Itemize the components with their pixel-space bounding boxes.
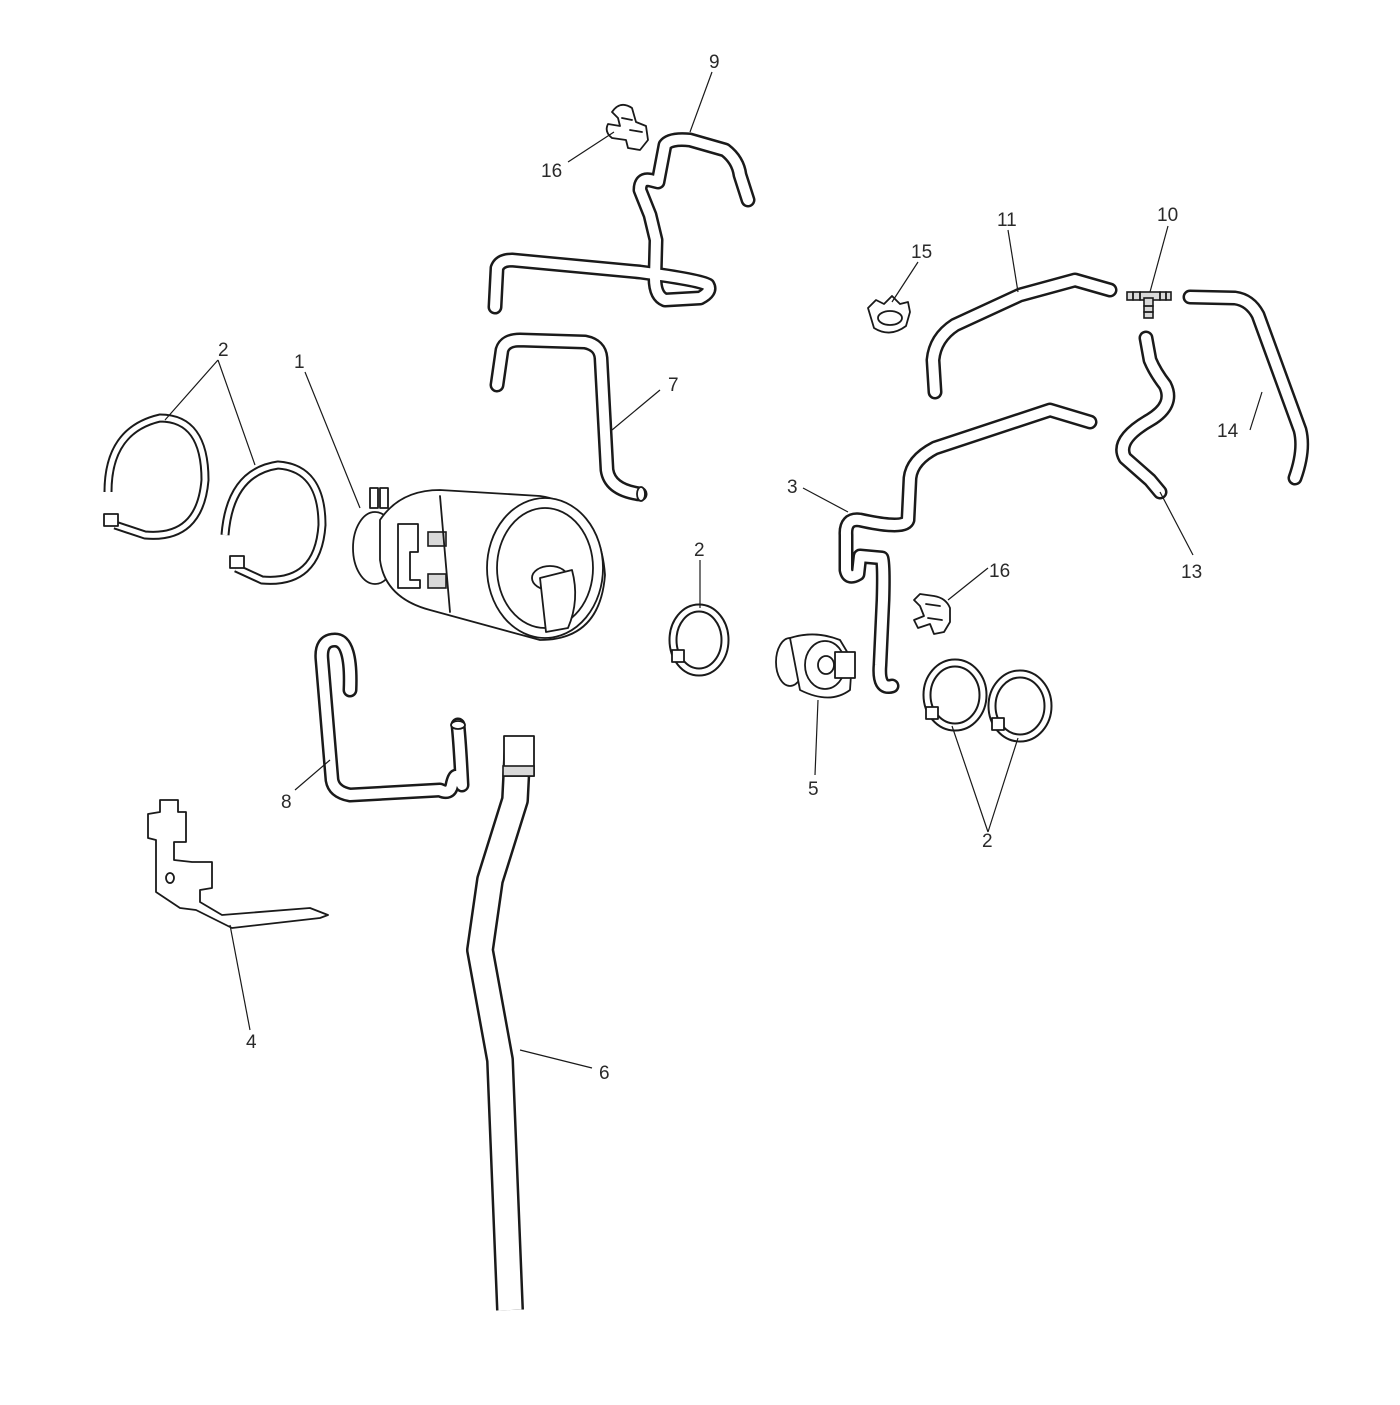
bracket-4 (147, 799, 329, 929)
clip-16-top (605, 103, 649, 151)
hose-11 (925, 272, 1118, 400)
callout-14: 14 (1217, 421, 1239, 442)
hose-13 (1115, 330, 1176, 500)
callout-7: 7 (668, 375, 679, 396)
clamp-2-right-b (987, 669, 1053, 743)
callout-2-right: 2 (982, 831, 993, 852)
callout-2-left: 2 (218, 340, 229, 361)
callout-8: 8 (281, 792, 292, 813)
callout-16-right: 16 (989, 561, 1010, 582)
clamp-2-left-a (103, 413, 210, 540)
hose-14 (1182, 289, 1310, 486)
callout-6: 6 (599, 1063, 610, 1084)
clamp-2-left-b (220, 460, 327, 585)
callout-2-center: 2 (694, 540, 705, 561)
callout-5: 5 (808, 779, 819, 800)
tee-fitting-10 (1126, 291, 1172, 319)
callout-9: 9 (709, 52, 720, 73)
hose-7 (489, 332, 648, 502)
clamp-2-center (668, 603, 730, 677)
callout-1: 1 (294, 352, 305, 373)
callout-3: 3 (787, 477, 798, 498)
canister-1 (352, 487, 606, 641)
callout-16-top: 16 (541, 161, 562, 182)
clamp-2-right-a (922, 658, 988, 732)
callout-15: 15 (911, 242, 932, 263)
valve-5 (775, 633, 856, 699)
callout-10: 10 (1157, 205, 1178, 226)
callout-4: 4 (246, 1032, 257, 1053)
hose-3 (838, 402, 1098, 694)
hose-8 (314, 632, 470, 803)
fitting-15 (867, 295, 911, 334)
callout-13: 13 (1181, 562, 1202, 583)
leader-lines (164, 71, 1263, 1069)
hose-6 (466, 735, 535, 1311)
callout-labels: 9 16 15 11 10 2 1 7 14 3 2 16 13 8 5 2 4… (218, 52, 1239, 1084)
callout-11: 11 (997, 210, 1017, 231)
clip-16-right (913, 593, 951, 635)
hose-9 (487, 132, 756, 315)
